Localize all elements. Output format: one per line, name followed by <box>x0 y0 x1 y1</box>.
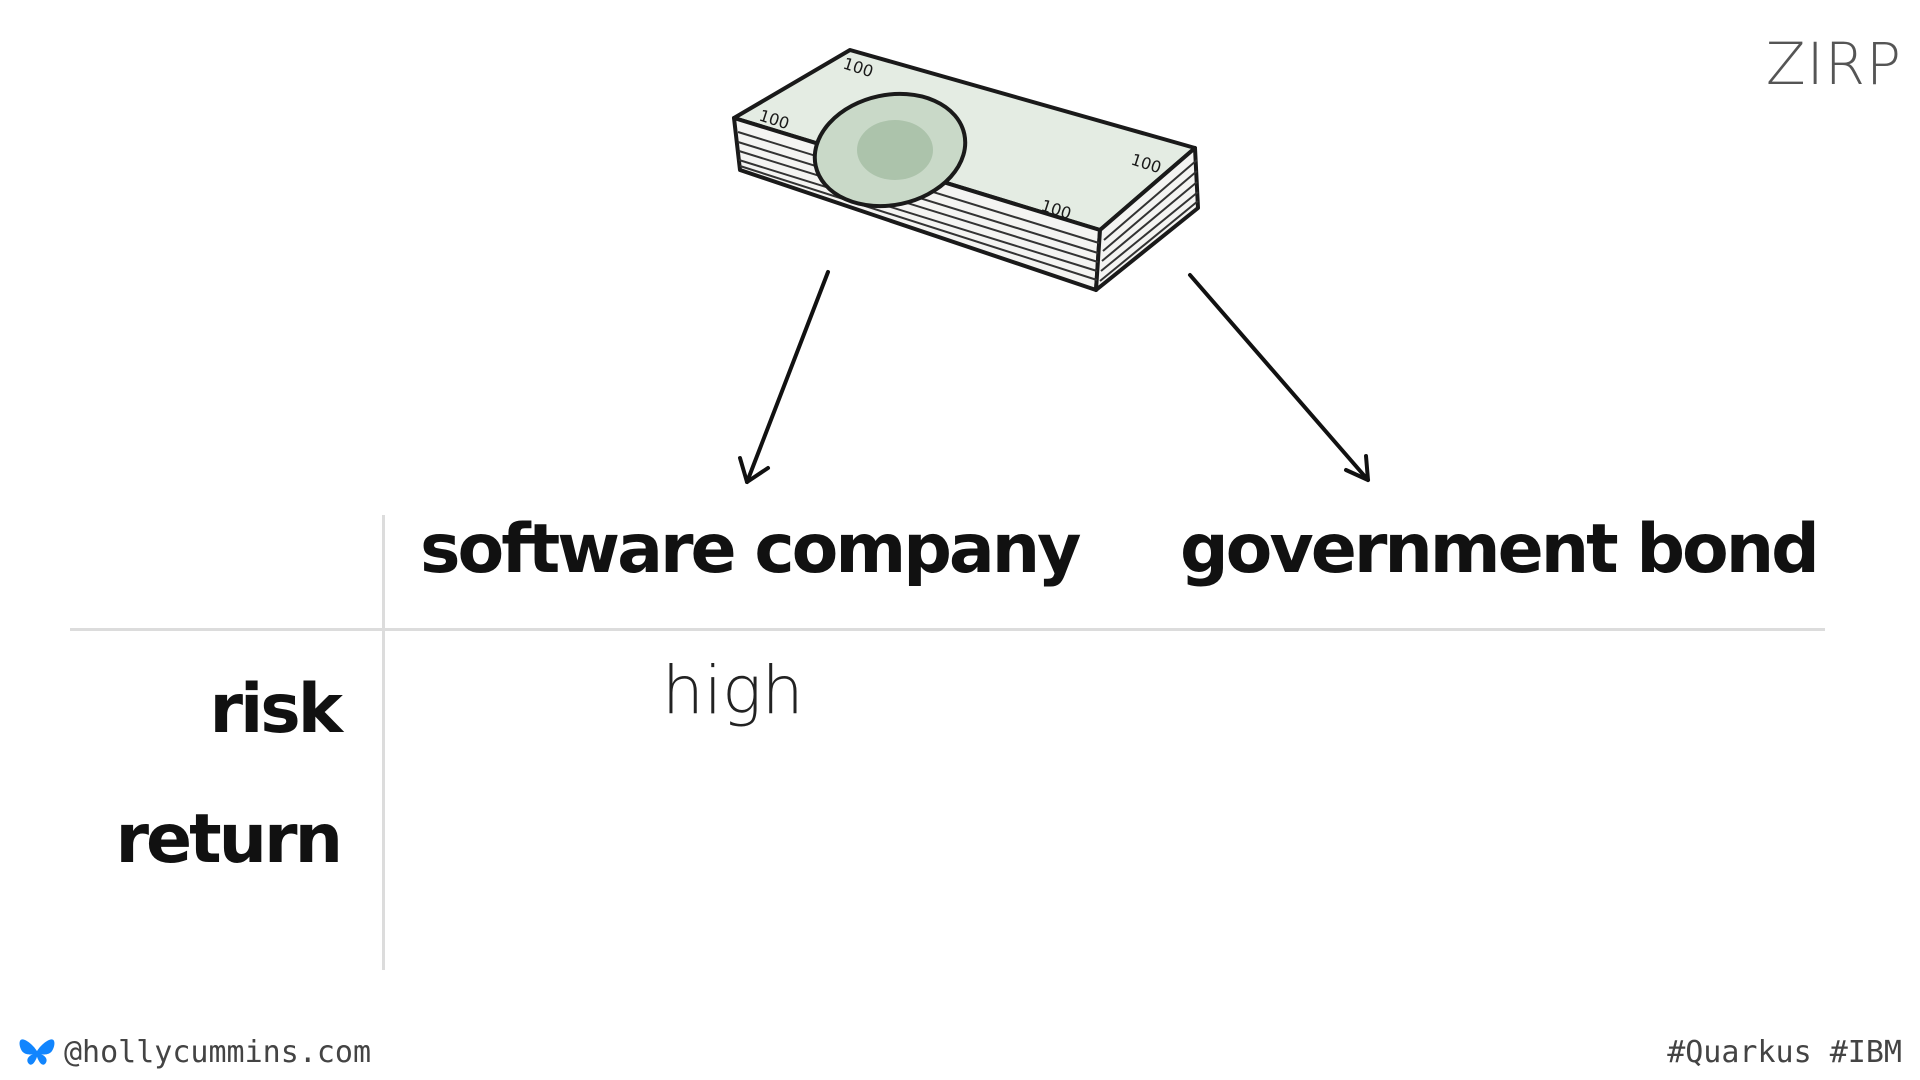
footer-handle: @hollycummins.com <box>18 1035 371 1070</box>
table-header-divider <box>70 628 1825 631</box>
row-label-risk: risk <box>209 670 343 749</box>
footer-hashtags: #Quarkus #IBM <box>1667 1035 1902 1070</box>
bluesky-butterfly-icon <box>19 1038 55 1065</box>
row-label-return: return <box>115 800 343 879</box>
arrow-to-government-bond <box>1188 273 1370 482</box>
footer-handle-text: @hollycummins.com <box>64 1035 372 1070</box>
banknote-stack-illustration: 100 100 100 100 <box>732 48 1200 292</box>
column-header-government-bond: government bond <box>1180 510 1820 589</box>
cell-risk-software-company: high <box>662 652 804 729</box>
slide-title: ZIRP <box>1765 30 1902 98</box>
table-row-label-divider <box>382 515 385 970</box>
column-header-software-company: software company <box>420 510 1081 589</box>
